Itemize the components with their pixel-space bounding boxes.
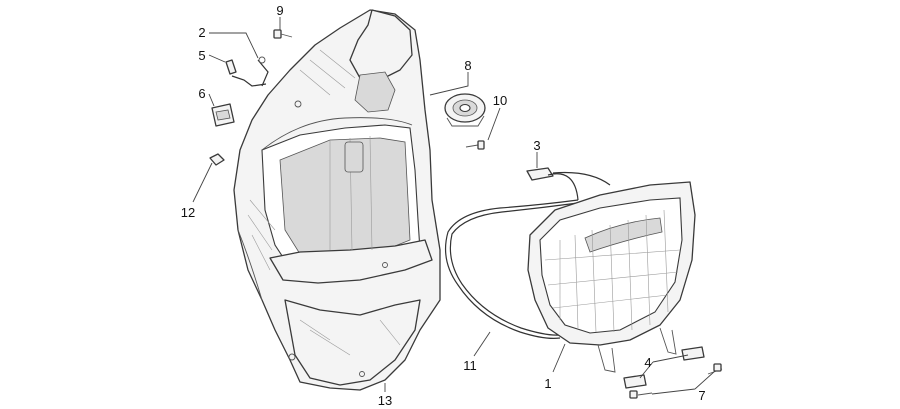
screw-10: [465, 140, 485, 150]
glove-box: [527, 181, 696, 373]
clip-12: [209, 153, 225, 166]
screw-9: [273, 29, 293, 39]
wire-harness: [445, 171, 611, 339]
callout-3: 3: [533, 138, 540, 153]
switch-3: [526, 167, 554, 181]
callout-12: 12: [181, 205, 195, 220]
callouts: 1 2 3 4 5 6 7 8 9 10 11 12 13: [181, 3, 706, 408]
leader-lines: [192, 17, 716, 395]
callout-10: 10: [493, 93, 507, 108]
clip-6: [211, 103, 235, 127]
callout-11: 11: [463, 358, 477, 373]
callout-9: 9: [276, 3, 283, 18]
callout-6: 6: [198, 86, 205, 101]
callout-8: 8: [464, 58, 471, 73]
callout-2: 2: [198, 25, 205, 40]
callout-1: 1: [544, 376, 551, 391]
latch-linkage: [225, 56, 269, 87]
brackets-4: [623, 346, 705, 389]
callout-13: 13: [378, 393, 392, 408]
callout-4: 4: [644, 355, 651, 370]
callout-5: 5: [198, 48, 205, 63]
callout-7: 7: [698, 388, 705, 403]
leg-shield-body: [233, 9, 441, 391]
lock-ring: [444, 93, 486, 127]
